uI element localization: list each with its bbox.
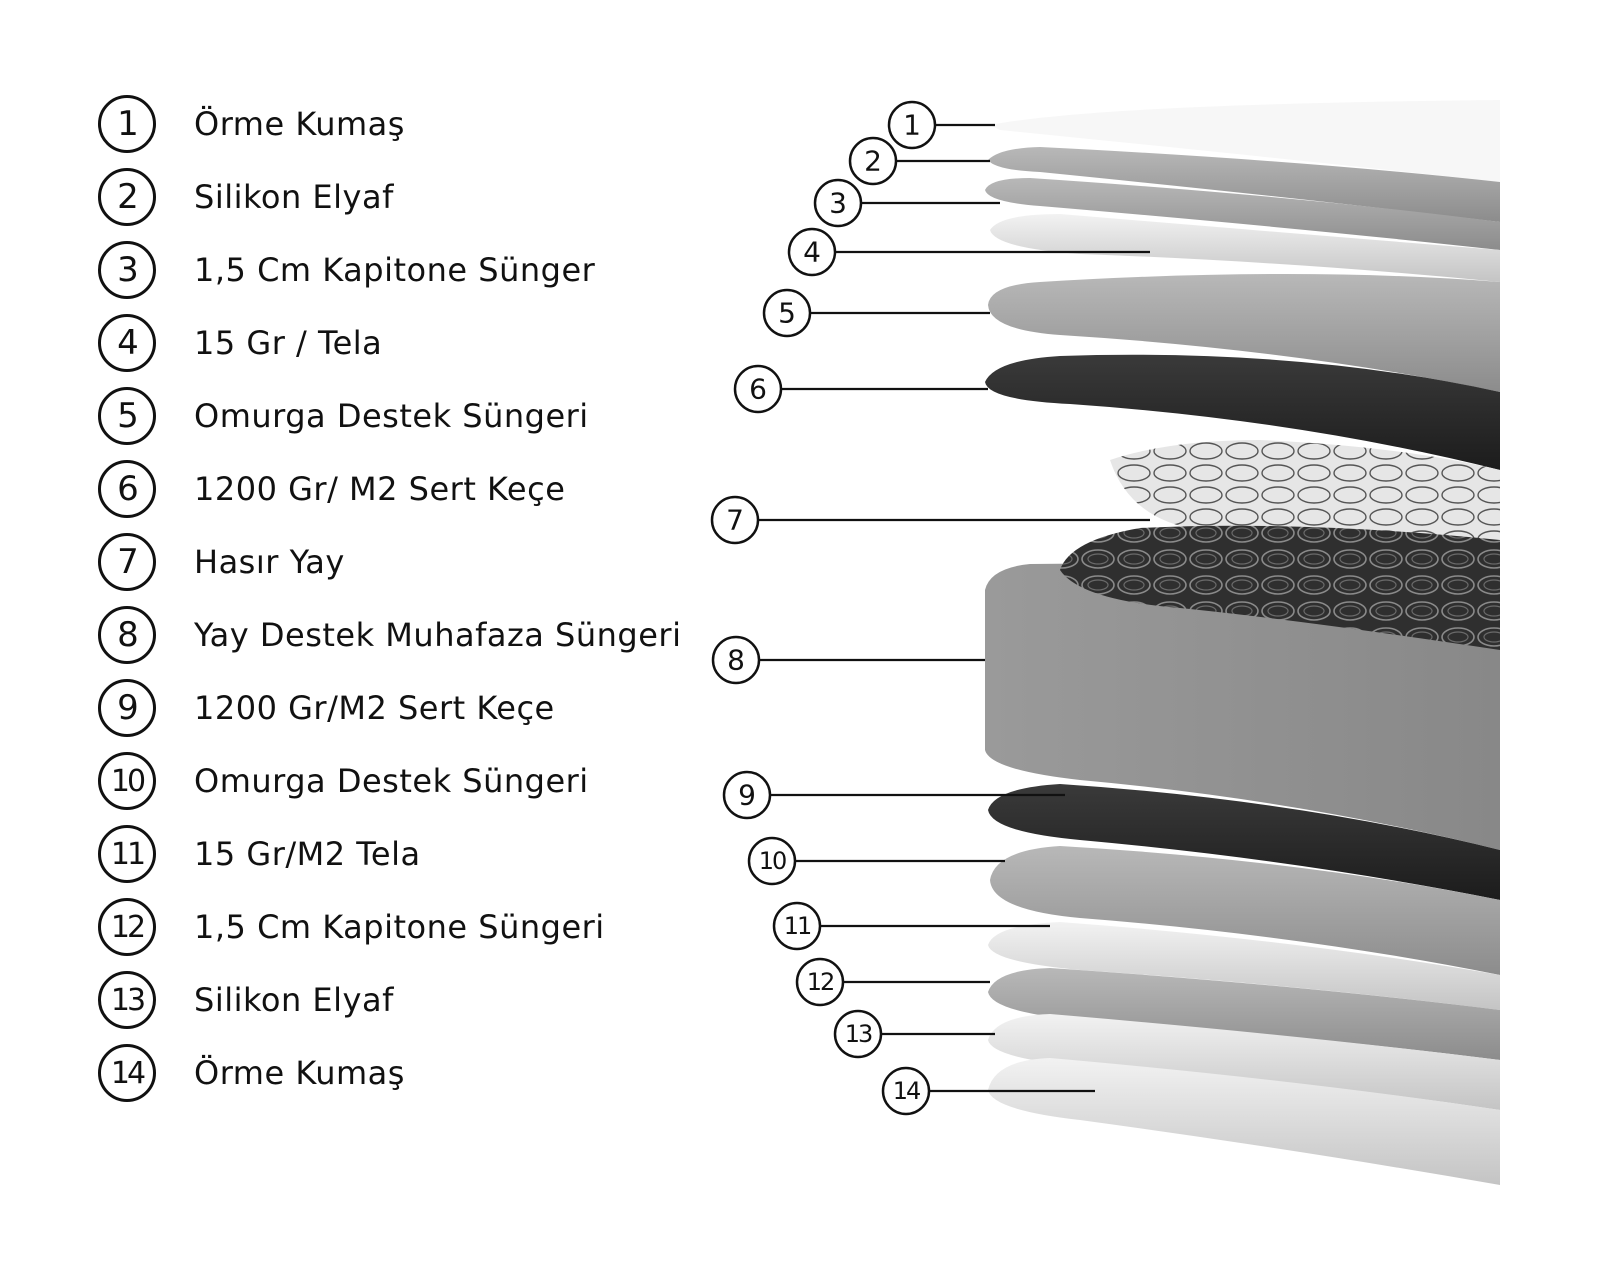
- callout-5: 5: [762, 288, 990, 338]
- layer-6-hard-felt: [985, 354, 1500, 470]
- callout-12: 12: [795, 957, 990, 1007]
- callout-number: 12: [807, 968, 834, 996]
- legend-item: 2 Silikon Elyaf: [98, 168, 758, 232]
- layer-3-quilted-foam: [985, 178, 1500, 250]
- legend-label: 1200 Gr/M2 Sert Keçe: [194, 689, 555, 727]
- number-badge: 3: [98, 241, 156, 299]
- legend-item: 4 15 Gr / Tela: [98, 314, 758, 378]
- number-badge: 13: [98, 971, 156, 1029]
- callout-3: 3: [813, 178, 1000, 228]
- layer-legend: 1 Örme Kumaş 2 Silikon Elyaf 3 1,5 Cm Ka…: [0, 0, 760, 1278]
- legend-label: 15 Gr / Tela: [194, 324, 383, 362]
- legend-label: 15 Gr/M2 Tela: [194, 835, 421, 873]
- callout-number: 14: [893, 1077, 920, 1105]
- layer-8-spring-support-foam-block: [985, 560, 1500, 850]
- callout-6: 6: [733, 364, 988, 414]
- legend-item: 8 Yay Destek Muhafaza Süngeri: [98, 606, 758, 670]
- callout-number: 13: [845, 1020, 872, 1048]
- legend-item: 10 Omurga Destek Süngeri: [98, 752, 758, 816]
- legend-label: Silikon Elyaf: [194, 981, 394, 1019]
- legend-item: 9 1200 Gr/M2 Sert Keçe: [98, 679, 758, 743]
- legend-item: 5 Omurga Destek Süngeri: [98, 387, 758, 451]
- legend-item: 7 Hasır Yay: [98, 533, 758, 597]
- callout-2: 2: [848, 136, 990, 186]
- number-badge: 6: [98, 460, 156, 518]
- number-badge: 9: [98, 679, 156, 737]
- callout-14: 14: [881, 1066, 1095, 1116]
- number-badge: 8: [98, 606, 156, 664]
- callout-4: 4: [787, 227, 1150, 277]
- layer-10-spine-support-foam: [990, 846, 1500, 975]
- legend-label: Örme Kumaş: [194, 105, 405, 143]
- legend-item: 13 Silikon Elyaf: [98, 971, 758, 1035]
- callout-number: 2: [864, 145, 882, 178]
- layer-2-silicone-fiber: [988, 147, 1500, 222]
- layer-9-hard-felt: [988, 784, 1500, 900]
- number-badge: 10: [98, 752, 156, 810]
- legend-label: Hasır Yay: [194, 543, 345, 581]
- callout-7: 7: [710, 495, 1150, 545]
- callout-number: 4: [803, 236, 821, 269]
- callout-9: 9: [722, 770, 1065, 820]
- legend-label: 1,5 Cm Kapitone Süngeri: [194, 908, 605, 946]
- number-badge: 4: [98, 314, 156, 372]
- layer-14-knit-fabric: [988, 1058, 1500, 1185]
- callout-number: 11: [784, 912, 811, 940]
- number-badge: 11: [98, 825, 156, 883]
- legend-label: Omurga Destek Süngeri: [194, 762, 589, 800]
- legend-label: 1200 Gr/ M2 Sert Keçe: [194, 470, 566, 508]
- layer-12-quilted-foam: [988, 968, 1500, 1060]
- callout-13: 13: [833, 1009, 995, 1059]
- callout-10: 10: [747, 836, 1005, 886]
- layer-8-spring-core-top: [1060, 525, 1500, 650]
- layer-1-knit-fabric: [990, 100, 1500, 182]
- legend-label: Omurga Destek Süngeri: [194, 397, 589, 435]
- layer-13-silicone-fiber: [988, 1014, 1500, 1110]
- callout-number: 1: [903, 109, 921, 142]
- number-badge: 14: [98, 1044, 156, 1102]
- layer-5-spine-support-foam: [988, 274, 1500, 392]
- legend-item: 14 Örme Kumaş: [98, 1044, 758, 1108]
- layer-7-pocket-springs: [1110, 440, 1500, 560]
- legend-label: Örme Kumaş: [194, 1054, 405, 1092]
- number-badge: 12: [98, 898, 156, 956]
- callout-11: 11: [772, 901, 1050, 951]
- callout-number: 5: [778, 297, 796, 330]
- legend-item: 1 Örme Kumaş: [98, 95, 758, 159]
- legend-item: 12 1,5 Cm Kapitone Süngeri: [98, 898, 758, 962]
- number-badge: 1: [98, 95, 156, 153]
- legend-label: 1,5 Cm Kapitone Sünger: [194, 251, 596, 289]
- legend-item: 6 1200 Gr/ M2 Sert Keçe: [98, 460, 758, 524]
- callout-number: 10: [759, 847, 786, 875]
- callout-1: 1: [887, 100, 995, 150]
- callouts: 1 2 3 4 5 6 7: [710, 100, 1150, 1116]
- number-badge: 7: [98, 533, 156, 591]
- number-badge: 2: [98, 168, 156, 226]
- legend-label: Yay Destek Muhafaza Süngeri: [194, 616, 682, 654]
- number-badge: 5: [98, 387, 156, 445]
- layer-4-tela: [990, 214, 1500, 282]
- layer-11-tela: [988, 922, 1500, 1010]
- callout-number: 3: [829, 187, 847, 220]
- legend-item: 11 15 Gr/M2 Tela: [98, 825, 758, 889]
- legend-label: Silikon Elyaf: [194, 178, 394, 216]
- legend-item: 3 1,5 Cm Kapitone Sünger: [98, 241, 758, 305]
